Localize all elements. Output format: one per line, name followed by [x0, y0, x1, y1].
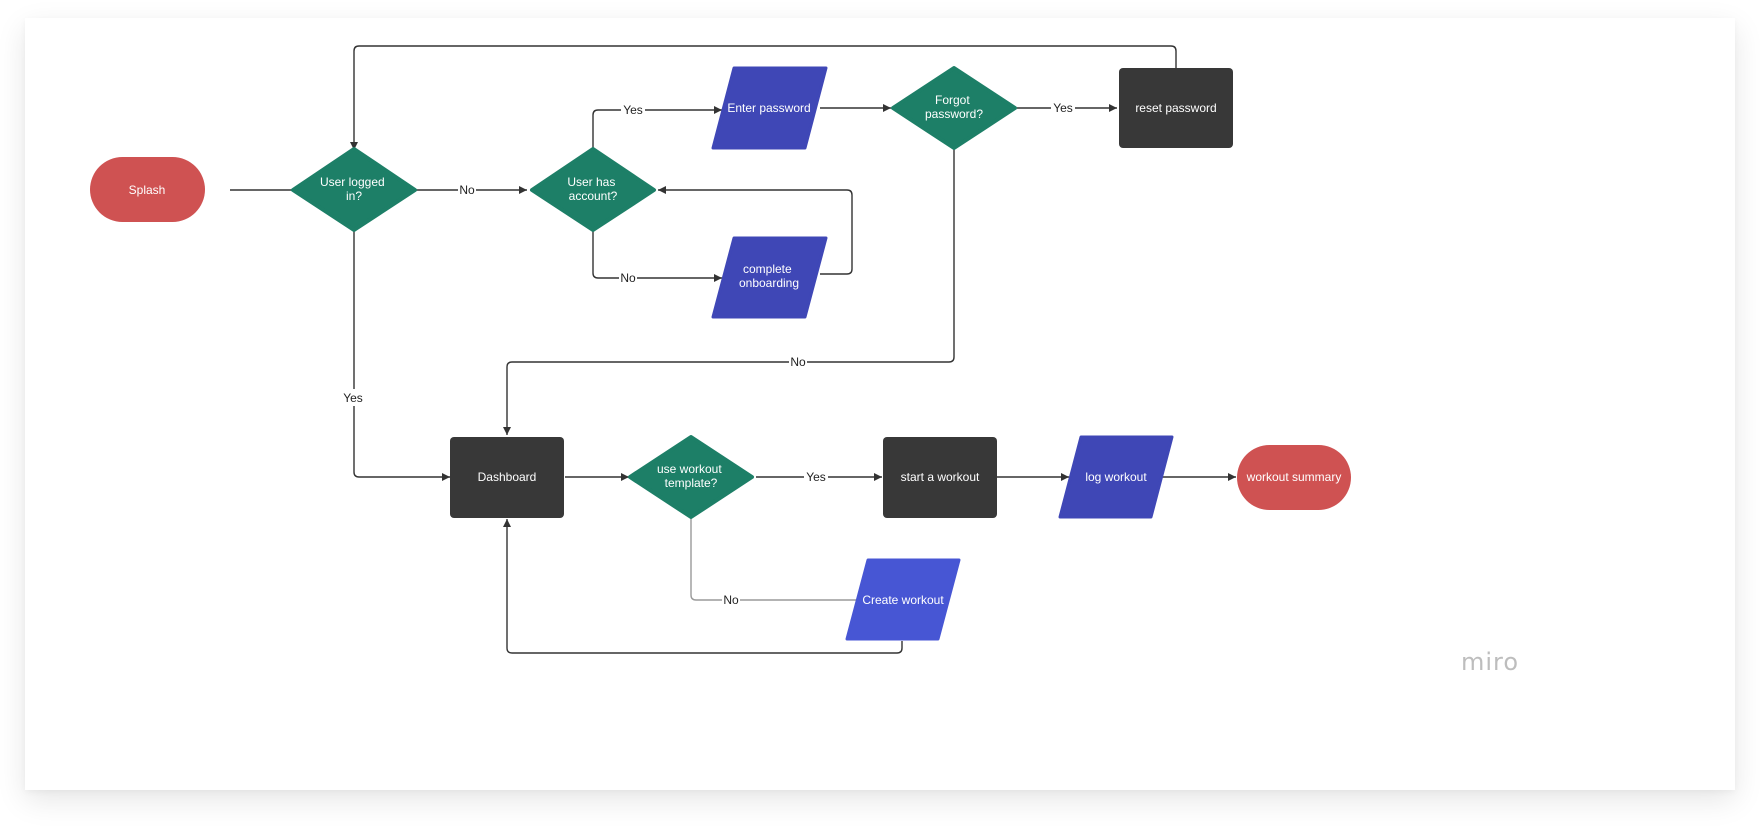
connectors [230, 45, 1236, 654]
node-forgot-password-line2: password? [925, 107, 983, 121]
edge-forgot-no[interactable] [503, 148, 955, 435]
edge-reset-to-logged-in[interactable] [350, 45, 1177, 150]
decision-shape [291, 147, 417, 232]
node-user-has-account[interactable]: User has account? [530, 147, 656, 232]
node-log-workout-label: log workout [1085, 470, 1147, 484]
edge-has-account-yes[interactable] [592, 106, 722, 151]
node-dashboard-label: Dashboard [478, 470, 537, 484]
node-start-workout[interactable]: start a workout [883, 437, 997, 518]
decision-shape [628, 435, 754, 519]
node-log-workout[interactable]: log workout [1058, 435, 1174, 519]
process-shape [883, 437, 997, 518]
label-has-account-yes: Yes [623, 103, 643, 117]
terminator-shape [1237, 445, 1351, 510]
node-use-workout-template[interactable]: use workout template? [628, 435, 754, 519]
node-forgot-password-label: Forgot password? [925, 93, 983, 121]
node-user-logged-in[interactable]: User logged in? [291, 147, 417, 232]
edge-labels: No Yes No Yes No Yes Yes No [341, 99, 1075, 608]
edge-onboarding-to-has-account[interactable] [658, 186, 853, 275]
edge-template-no[interactable] [690, 517, 857, 601]
label-template-yes: Yes [806, 470, 826, 484]
node-user-has-account-label: User has account? [567, 175, 618, 203]
node-forgot-password[interactable]: Forgot password? [891, 66, 1017, 150]
label-has-account-no: No [620, 271, 636, 285]
node-user-has-account-line1: User has [567, 175, 615, 189]
node-complete-onboarding-line1: complete [743, 262, 792, 276]
node-workout-summary[interactable]: workout summary [1237, 445, 1351, 510]
node-reset-password[interactable]: reset password [1119, 68, 1233, 148]
node-use-workout-template-line2: template? [665, 476, 718, 490]
node-use-workout-template-line1: use workout [657, 462, 722, 476]
node-user-has-account-line2: account? [569, 189, 618, 203]
node-enter-password[interactable]: Enter password [711, 66, 828, 150]
label-forgot-yes: Yes [1053, 101, 1073, 115]
miro-logo: miro [1461, 648, 1519, 676]
io-shape [711, 66, 828, 150]
label-template-no: No [723, 593, 739, 607]
node-complete-onboarding[interactable]: complete onboarding [711, 236, 828, 319]
decision-shape [891, 66, 1017, 150]
whiteboard-canvas: No Yes No Yes No Yes Yes No Splash User … [25, 18, 1735, 790]
decision-shape [530, 147, 656, 232]
io-shape [845, 558, 961, 641]
flowchart-diagram: No Yes No Yes No Yes Yes No Splash User … [90, 45, 1519, 676]
node-user-logged-in-line1: User logged [320, 175, 385, 189]
node-reset-password-label: reset password [1135, 101, 1216, 115]
io-shape [711, 236, 828, 319]
node-workout-summary-label: workout summary [1246, 470, 1342, 484]
node-create-workout-label: Create workout [862, 593, 944, 607]
node-start-workout-label: start a workout [901, 470, 980, 484]
edge-has-account-no[interactable] [592, 229, 722, 282]
nodes: Splash User logged in? User has account?… [90, 66, 1351, 641]
node-splash[interactable]: Splash [90, 157, 205, 222]
node-user-logged-in-label: User logged in? [320, 175, 388, 203]
node-use-workout-template-label: use workout template? [657, 462, 725, 490]
node-dashboard[interactable]: Dashboard [450, 437, 564, 518]
label-logged-in-no: No [459, 183, 475, 197]
io-shape [1058, 435, 1174, 519]
node-user-logged-in-line2: in? [346, 189, 362, 203]
node-forgot-password-line1: Forgot [935, 93, 970, 107]
label-logged-in-yes: Yes [343, 391, 363, 405]
edge-logged-in-yes[interactable] [353, 230, 450, 481]
node-splash-label: Splash [129, 183, 166, 197]
node-enter-password-label: Enter password [727, 101, 810, 115]
label-forgot-no: No [790, 355, 806, 369]
node-create-workout[interactable]: Create workout [845, 558, 961, 641]
edge-create-to-dashboard[interactable] [503, 519, 903, 654]
node-complete-onboarding-label: complete onboarding [739, 262, 799, 290]
node-complete-onboarding-line2: onboarding [739, 276, 799, 290]
process-shape [1119, 68, 1233, 148]
terminator-shape [90, 157, 205, 222]
process-shape [450, 437, 564, 518]
